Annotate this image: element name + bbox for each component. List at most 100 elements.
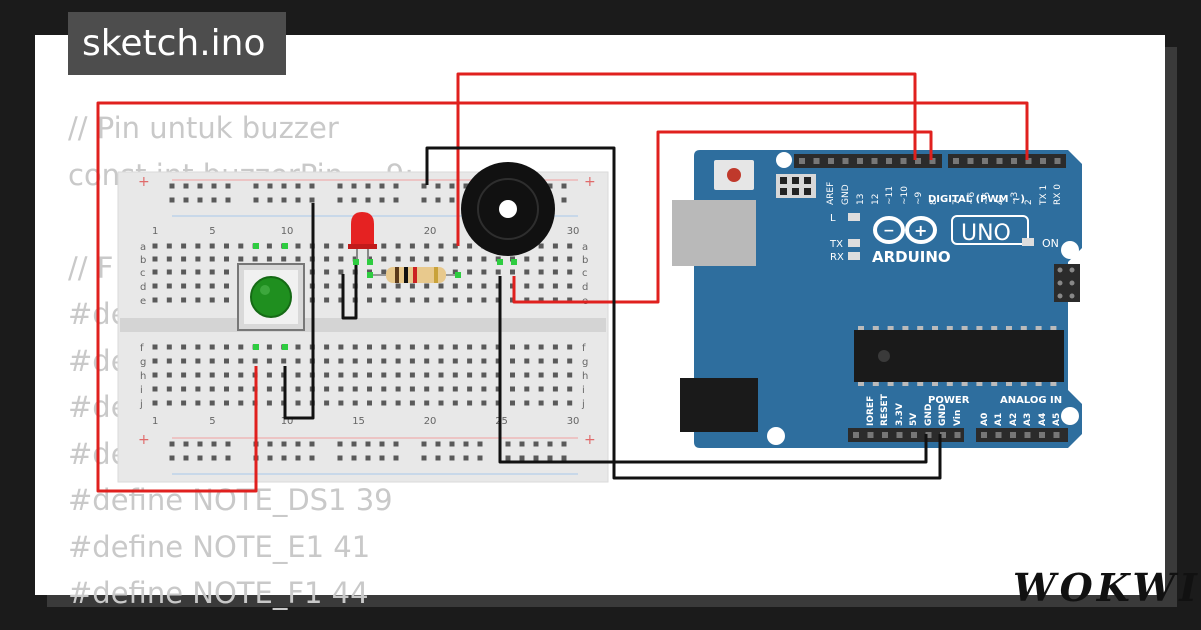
- digital-pin-label: 12: [871, 194, 881, 205]
- power-pin-label: 3.3V: [895, 403, 905, 426]
- arduino-logo-icon: [873, 216, 937, 244]
- connection-marker: [367, 259, 373, 265]
- breadboard-holes: [152, 183, 573, 461]
- mount-hole: [1061, 407, 1079, 425]
- svg-text:−: −: [883, 223, 895, 239]
- wire-red: [512, 130, 933, 304]
- analog-label: ANALOG IN: [1000, 395, 1062, 406]
- mount-hole: [776, 152, 792, 168]
- onboard-led-label: RX: [830, 252, 844, 263]
- file-name-tab[interactable]: sketch.ino: [68, 12, 286, 75]
- power-header: [848, 428, 964, 442]
- connection-marker: [282, 243, 288, 249]
- digital-pin-label: AREF: [826, 182, 836, 205]
- row-letter: a: [582, 242, 588, 253]
- buzzer: [461, 162, 555, 256]
- power-pin-label: GND: [924, 404, 934, 426]
- column-number: 10: [281, 226, 294, 237]
- wire-black: [498, 276, 928, 464]
- arduino-model-text: UNO: [961, 221, 1011, 246]
- power-label: POWER: [928, 395, 970, 406]
- wire-red: [456, 72, 917, 246]
- analog-header: [976, 428, 1068, 442]
- connection-marker: [253, 344, 259, 350]
- row-letter: b: [140, 255, 146, 266]
- digital-pin-label: ~5: [982, 192, 992, 205]
- mount-hole: [1061, 241, 1079, 259]
- wire-black: [425, 146, 942, 480]
- column-number: 20: [424, 226, 437, 237]
- push-button[interactable]: [237, 263, 305, 331]
- row-letter: g: [140, 357, 146, 368]
- row-letter: h: [140, 371, 146, 382]
- column-number: 10: [281, 416, 294, 427]
- wires: [96, 72, 1029, 493]
- connection-marker: [353, 259, 359, 265]
- connection-marker: [455, 272, 461, 278]
- column-number: 1: [152, 226, 158, 237]
- svg-text:+: +: [914, 221, 927, 240]
- digital-pin-label: ~9: [914, 191, 924, 205]
- row-letter: i: [140, 385, 143, 396]
- code-line: #define NOTE_E1 41: [68, 529, 371, 564]
- rail-plus-label-right: +: [584, 174, 596, 190]
- digital-pin-label: 13: [856, 194, 866, 205]
- power-pin-label: 5V: [909, 413, 919, 426]
- digital-pin-label: TX 1: [1039, 185, 1049, 206]
- power-jack: [680, 378, 758, 432]
- row-letter: g: [582, 357, 588, 368]
- code-line: // Pin untuk buzzer: [68, 111, 339, 145]
- code-line: // F: [68, 250, 114, 285]
- column-number: 5: [209, 416, 215, 427]
- digital-pin-label: 8: [929, 199, 939, 205]
- usb-port: [672, 200, 756, 266]
- column-number: 1: [152, 416, 158, 427]
- digital-pin-label: ~10: [900, 186, 910, 205]
- digital-header-right: [948, 154, 1066, 168]
- column-number: 30: [567, 416, 580, 427]
- connection-markers: [253, 243, 517, 350]
- connection-marker: [253, 243, 259, 249]
- code-line: #define NOTE_F1 44: [68, 576, 369, 610]
- rail-plus-label-bottom-right: +: [584, 432, 596, 448]
- row-letter: j: [581, 399, 585, 410]
- wire-black: [341, 262, 358, 320]
- row-letter: f: [582, 343, 586, 354]
- analog-pin-label: A4: [1038, 413, 1048, 426]
- reset-button[interactable]: [727, 168, 741, 182]
- onboard-led-label: TX: [829, 239, 843, 250]
- digital-pin-label: ~6: [967, 191, 977, 205]
- column-number: 20: [424, 416, 437, 427]
- connection-marker: [282, 344, 288, 350]
- digital-label: DIGITAL (PWM ~): [928, 194, 1025, 205]
- digital-pin-label: GND: [841, 184, 851, 205]
- power-pin-label: RESET: [880, 393, 890, 426]
- connection-marker: [497, 259, 503, 265]
- row-letter: d: [140, 282, 146, 293]
- mount-hole: [767, 427, 785, 445]
- row-letter: c: [582, 268, 588, 279]
- row-letter: b: [582, 255, 588, 266]
- onboard-led-label: L: [830, 213, 836, 224]
- analog-pin-label: A2: [1009, 413, 1019, 426]
- power-pin-label: IOREF: [866, 396, 876, 426]
- digital-pin-label: ~3: [1010, 192, 1020, 205]
- row-letter: i: [582, 385, 585, 396]
- connection-marker: [367, 272, 373, 278]
- connection-marker: [511, 259, 517, 265]
- digital-pin-label: 4: [996, 199, 1006, 205]
- power-pin-label: Vin: [953, 410, 963, 426]
- column-number: 30: [567, 226, 580, 237]
- resistor: [372, 267, 458, 283]
- row-letter: h: [582, 371, 588, 382]
- arduino-brand-text: ARDUINO: [872, 248, 951, 266]
- wokwi-logo: WOKWI: [1013, 565, 1201, 610]
- digital-pin-label: RX 0: [1053, 184, 1063, 205]
- rail-plus-label: +: [138, 174, 150, 190]
- arduino-uno-board: − + ARDUINO UNO DIGITAL (PWM ~) POWER AN…: [672, 150, 1082, 448]
- row-letter: j: [139, 399, 143, 410]
- rail-plus-label-bottom: +: [138, 432, 150, 448]
- digital-header-left: [794, 154, 942, 168]
